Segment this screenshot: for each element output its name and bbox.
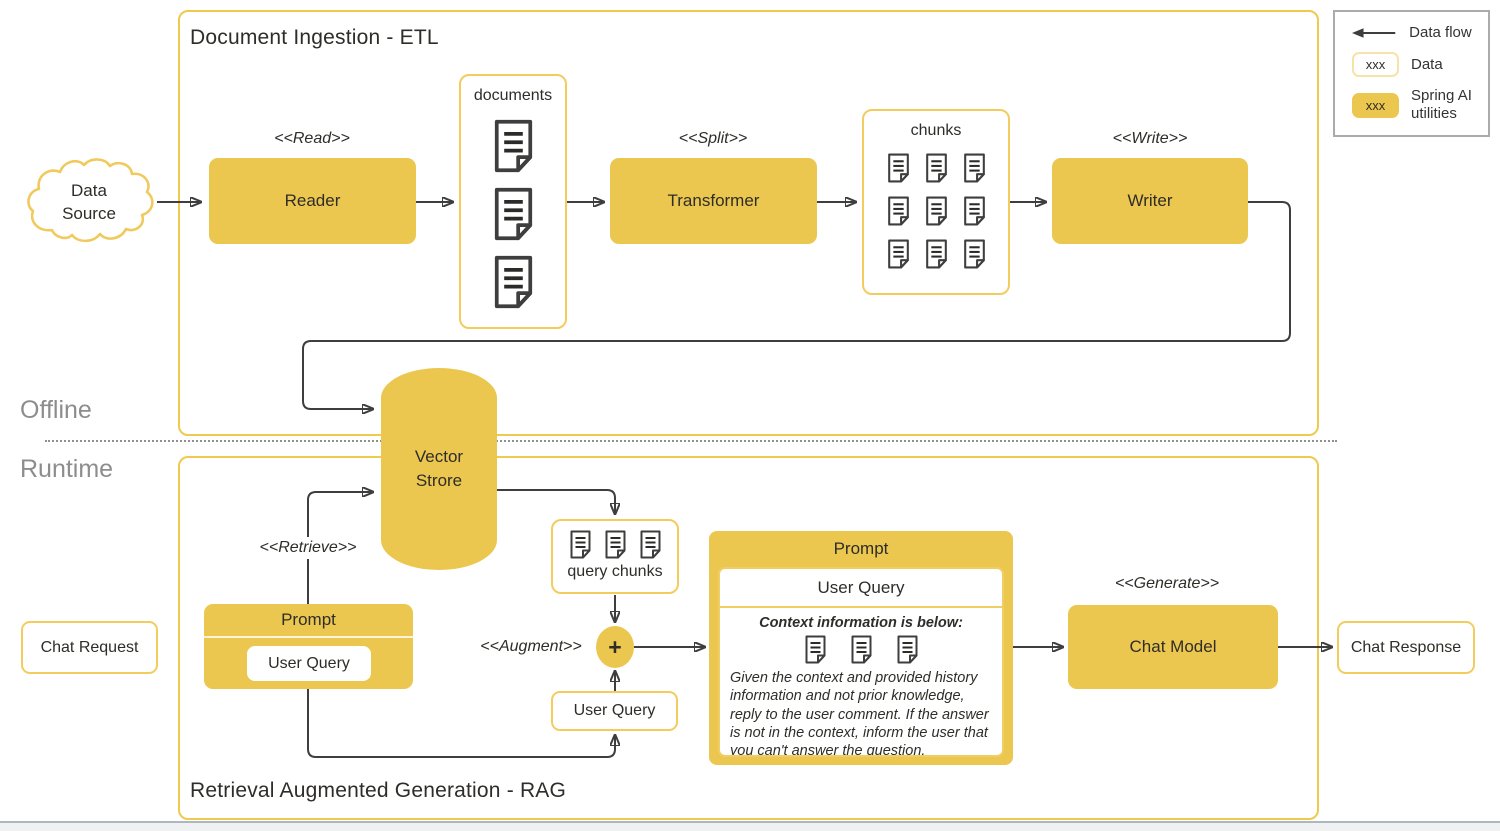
legend-spring-label: Spring AI utilities [1411,87,1472,122]
document-icon [849,635,874,664]
document-icon [491,255,536,309]
read-stereotype: <<Read>> [274,130,350,147]
prompt-small-title: Prompt [204,604,413,638]
chat-model-node: Chat Model [1068,605,1278,689]
writer-node: Writer [1052,158,1248,244]
offline-runtime-divider [45,440,1337,442]
transformer-node: Transformer [610,158,817,244]
offline-label: Offline [20,396,92,424]
prompt-big-context-icons [720,635,1002,664]
prompt-big-body: User Query Context information is below:… [718,567,1004,757]
data-source-label-line2: Source [62,204,116,223]
legend-data-sample-box: xxx [1352,52,1399,77]
document-icon [638,530,663,559]
document-icon [924,239,949,269]
document-icon [924,153,949,183]
documents-label: documents [473,87,553,104]
augment-plus-node: + [596,626,634,668]
runtime-label: Runtime [20,455,114,483]
page-bottom-divider [0,821,1500,823]
etl-section-title: Document Ingestion - ETL [190,26,439,49]
document-icon [603,530,628,559]
generate-stereotype: <<Generate>> [1114,575,1220,592]
document-icon [962,196,987,226]
data-source-node: Data Source [21,156,157,248]
legend-spring-sample-box: xxx [1352,92,1399,118]
chunks-label: chunks [910,122,962,139]
retrieve-stereotype: <<Retrieve>> [254,537,362,559]
chat-response-node: Chat Response [1337,621,1475,674]
page-bottom-band [0,823,1500,831]
chat-request-node: Chat Request [21,621,158,674]
document-icon [886,239,911,269]
augment-stereotype: <<Augment>> [480,638,582,655]
prompt-big-user-query: User Query [720,569,1002,608]
document-icon [962,153,987,183]
data-source-cloud-icon [27,158,154,243]
legend: Data flow xxx Data xxx Spring AI utiliti… [1333,10,1490,137]
document-icon [886,196,911,226]
prompt-big-context-heading: Context information is below: [759,615,963,631]
reader-node: Reader [209,158,416,244]
data-flow-arrow-icon [1352,28,1396,38]
documents-box: documents [459,74,567,329]
vector-store-label-line2: Strore [415,471,463,490]
document-icon [924,196,949,226]
legend-data-label: Data [1411,55,1443,73]
chunks-grid [886,153,987,269]
chunks-box: chunks [862,109,1010,295]
query-chunks-label: query chunks [567,563,663,580]
document-icon [491,119,536,173]
document-icon [886,153,911,183]
legend-row-data: xxx Data [1352,52,1488,77]
write-stereotype: <<Write>> [1112,130,1188,147]
prompt-big-title: Prompt [833,539,889,558]
prompt-small-user-query: User Query [247,646,371,681]
rag-section-container [178,456,1319,820]
data-source-label-line1: Data [71,181,107,200]
prompt-big-box: Prompt User Query Context information is… [709,531,1013,765]
etl-section-container [178,10,1319,436]
document-icon [803,635,828,664]
query-chunks-icons [568,530,663,559]
legend-row-spring: xxx Spring AI utilities [1352,87,1488,123]
document-icon [895,635,920,664]
legend-row-data-flow: Data flow [1352,24,1488,42]
document-icon [962,239,987,269]
prompt-small-box: Prompt User Query [204,604,413,689]
legend-data-flow-label: Data flow [1409,24,1472,41]
query-chunks-box: query chunks [551,519,679,594]
user-query-node: User Query [551,691,678,731]
vector-store-label-line1: Vector [414,447,464,466]
rag-section-title: Retrieval Augmented Generation - RAG [190,779,567,802]
vector-store-node: Vector Strore [381,368,497,570]
split-stereotype: <<Split>> [678,130,748,147]
document-icon [568,530,593,559]
document-icon [491,187,536,241]
prompt-big-instructions: Given the context and provided history i… [730,670,989,757]
